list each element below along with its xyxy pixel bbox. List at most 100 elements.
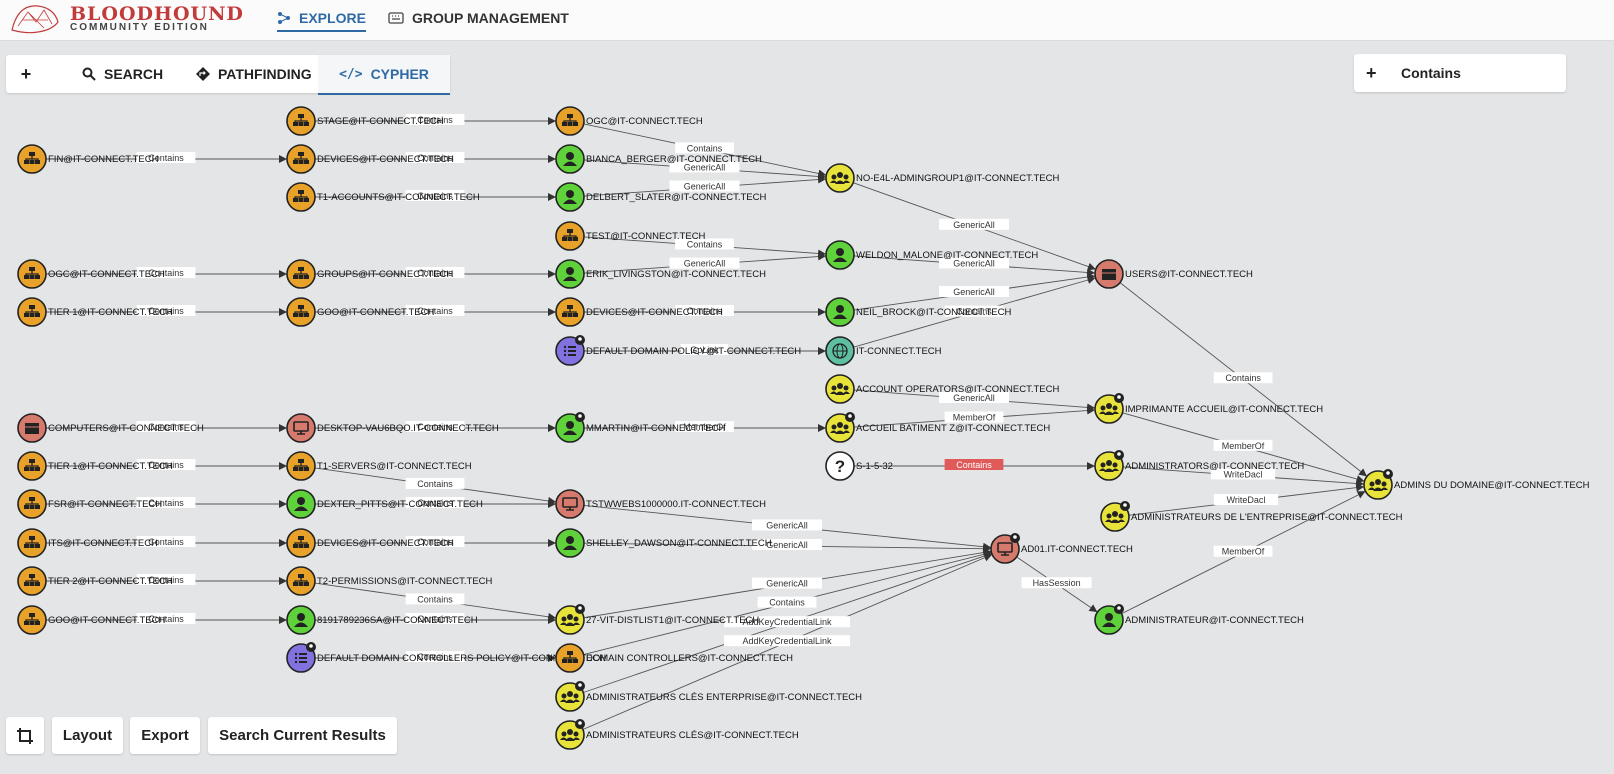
graph-node-ad01[interactable]: AD01.IT-CONNECT.TECH xyxy=(990,533,1133,564)
edge-label[interactable]: AddKeyCredentialLink xyxy=(724,616,851,628)
graph-node-distl[interactable]: 27-VIT-DISTLIST1@IT-CONNECT.TECH xyxy=(555,604,759,635)
tab-cypher[interactable]: </> CYPHER xyxy=(318,55,450,95)
edge-label[interactable]: Contains xyxy=(675,238,734,250)
graph-node-ddp[interactable]: DEFAULT DOMAIN POLICY@IT-CONNECT.TECH xyxy=(555,335,801,366)
graph-node-its[interactable]: ITS@IT-CONNECT.TECH xyxy=(17,528,158,558)
graph-node-noe4l[interactable]: NO-E4L-ADMINGROUP1@IT-CONNECT.TECH xyxy=(825,163,1059,193)
edge-label[interactable]: HasSession xyxy=(1021,577,1092,589)
graph-node-tier2[interactable]: TIER 2@IT-CONNECT.TECH xyxy=(17,566,173,596)
add-query-button[interactable]: + xyxy=(20,63,32,84)
graph-canvas[interactable]: ContainsContainsContainsContainsContains… xyxy=(0,40,1614,774)
graph-node-accop[interactable]: ACCOUNT OPERATORS@IT-CONNECT.TECH xyxy=(825,374,1059,404)
nav-explore[interactable]: EXPLORE xyxy=(277,6,366,32)
graph-node-shelley[interactable]: SHELLEY_DAWSON@IT-CONNECT.TECH xyxy=(555,528,772,558)
edge-label[interactable]: Contains xyxy=(136,574,196,585)
graph-node-ogc1[interactable]: OGC@IT-CONNECT.TECH xyxy=(17,259,165,289)
edge-label[interactable]: GenericAll xyxy=(752,577,823,589)
edge-label[interactable]: Contains xyxy=(405,536,465,547)
edge-label[interactable]: GenericAll xyxy=(939,257,1010,269)
graph-node-devices2[interactable]: DEVICES@IT-CONNECT.TECH xyxy=(286,528,454,558)
edge-label[interactable]: GenericAll xyxy=(939,391,1010,403)
graph-node-tstw[interactable]: TSTWWEBS1000000.IT-CONNECT.TECH xyxy=(555,489,766,519)
edge-label[interactable]: Contains xyxy=(944,305,1004,317)
graph-node-delbert[interactable]: DELBERT_SLATER@IT-CONNECT.TECH xyxy=(555,182,766,212)
crop-button[interactable] xyxy=(6,717,44,754)
edge-label[interactable]: MemberOf xyxy=(944,411,1004,423)
graph-node-tier1b[interactable]: TIER 1@IT-CONNECT.TECH xyxy=(17,451,173,481)
graph-node-test[interactable]: TEST@IT-CONNECT.TECH xyxy=(555,221,706,251)
edge-label[interactable]: Contains xyxy=(405,651,465,662)
edge-label[interactable]: MemberOf xyxy=(675,421,734,432)
graph-node-computers[interactable]: COMPUTERS@IT-CONNECT.TECH xyxy=(17,413,204,443)
edge-label[interactable]: Contains xyxy=(405,593,465,605)
graph-node-impr[interactable]: IMPRIMANTE ACCUEIL@IT-CONNECT.TECH xyxy=(1094,393,1323,424)
edge-label[interactable]: Contains xyxy=(675,305,734,316)
graph-node-desktop[interactable]: DESKTOP-VAU6BQO.IT-CONNECT.TECH xyxy=(286,413,499,443)
edge-label[interactable]: MemberOf xyxy=(1213,439,1273,451)
graph-node-dcs[interactable]: DOMAIN CONTROLLERS@IT-CONNECT.TECH xyxy=(555,643,793,673)
edge-label[interactable]: Contains xyxy=(136,267,196,278)
edge-label[interactable]: Contains xyxy=(136,497,196,508)
edge-label[interactable]: Contains xyxy=(136,305,196,316)
search-current-results-button[interactable]: Search Current Results xyxy=(208,717,397,754)
graph-node-admins[interactable]: ADMINISTRATORS@IT-CONNECT.TECH xyxy=(1094,450,1304,481)
graph-node-bianca[interactable]: BIANCA_BERGER@IT-CONNECT.TECH xyxy=(555,144,762,174)
edge-label[interactable]: WriteDacl xyxy=(1210,468,1276,480)
graph-node-devices1[interactable]: DEVICES@IT-CONNECT.TECH xyxy=(286,144,454,174)
edge-label[interactable]: GenericAll xyxy=(669,180,740,192)
graph-node-erik[interactable]: ERIK_LIVINGSTON@IT-CONNECT.TECH xyxy=(555,259,766,289)
nav-group-management[interactable]: GROUP MANAGEMENT xyxy=(388,6,569,30)
edge-label[interactable]: Contains xyxy=(405,267,465,278)
edge-label[interactable]: GenericAll xyxy=(752,538,823,550)
graph-node-u8191[interactable]: 8191789236SA@IT-CONNECT.TECH xyxy=(286,605,478,635)
edge-label[interactable]: GenericAll xyxy=(669,161,740,173)
graph-node-s1532[interactable]: ?S-1-5-32 xyxy=(825,451,893,481)
edge-label[interactable]: Contains xyxy=(136,421,196,432)
tab-search[interactable]: SEARCH xyxy=(82,55,163,93)
graph-node-t2perm[interactable]: T2-PERMISSIONS@IT-CONNECT.TECH xyxy=(286,566,493,596)
graph-node-stage[interactable]: STAGE@IT-CONNECT.TECH xyxy=(286,106,444,136)
edge-label[interactable]: GpLink xyxy=(680,344,729,355)
graph-node-ace[interactable]: ADMINISTRATEURS CLÉS ENTERPRISE@IT-CONNE… xyxy=(555,681,862,712)
edge-label[interactable]: Contains xyxy=(944,459,1004,470)
edge-label[interactable]: AddKeyCredentialLink xyxy=(724,635,851,647)
graph-node-itc[interactable]: IT-CONNECT.TECH xyxy=(825,336,942,366)
graph-node-t1srv[interactable]: T1-SERVERS@IT-CONNECT.TECH xyxy=(286,451,472,481)
edge-label[interactable]: Contains xyxy=(405,613,465,624)
graph-node-t1acc[interactable]: T1-ACCOUNTS@IT-CONNECT.TECH xyxy=(286,182,480,212)
graph-node-dexter[interactable]: DEXTER_PITTS@IT-CONNECT.TECH xyxy=(286,489,483,519)
edge-label[interactable]: Contains xyxy=(405,497,465,508)
export-button[interactable]: Export xyxy=(130,717,200,754)
graph-node-devices3[interactable]: DEVICES@IT-CONNECT.TECH xyxy=(555,297,723,327)
edge-label[interactable]: Contains xyxy=(405,190,465,201)
edge-label[interactable]: GenericAll xyxy=(939,218,1010,230)
graph-node-dadmins[interactable]: ADMINS DU DOMAINE@IT-CONNECT.TECH xyxy=(1363,469,1590,500)
graph-node-users[interactable]: USERS@IT-CONNECT.TECH xyxy=(1094,259,1253,289)
layout-button[interactable]: Layout xyxy=(52,717,123,754)
graph-node-goo1[interactable]: GOO@IT-CONNECT.TECH xyxy=(17,605,165,635)
graph-node-adment[interactable]: ADMINISTRATEURS DE L'ENTREPRISE@IT-CONNE… xyxy=(1100,501,1403,532)
edge-label[interactable]: GenericAll xyxy=(939,286,1010,298)
edge-label[interactable]: Contains xyxy=(405,477,465,489)
graph-node-weldon[interactable]: WELDON_MALONE@IT-CONNECT.TECH xyxy=(825,240,1038,270)
graph-node-acl[interactable]: ADMINISTRATEURS CLÉS@IT-CONNECT.TECH xyxy=(555,719,799,750)
edge-label[interactable]: MemberOf xyxy=(1213,545,1273,557)
edge-label[interactable]: Contains xyxy=(136,536,196,547)
edge-label[interactable]: Contains xyxy=(136,152,196,163)
graph-node-goo2[interactable]: GOO@IT-CONNECT.TECH xyxy=(286,297,434,327)
graph-node-tier1a[interactable]: TIER 1@IT-CONNECT.TECH xyxy=(17,297,173,327)
edge-label[interactable]: Contains xyxy=(757,596,817,608)
edge-label[interactable]: GenericAll xyxy=(669,257,740,269)
graph-node-ogc2[interactable]: OGC@IT-CONNECT.TECH xyxy=(555,106,703,136)
graph-node-groups[interactable]: GROUPS@IT-CONNECT.TECH xyxy=(286,259,453,289)
graph-node-accbat[interactable]: ACCUEIL BATIMENT Z@IT-CONNECT.TECH xyxy=(825,412,1050,443)
graph-node-ddcp[interactable]: DEFAULT DOMAIN CONTROLLERS POLICY@IT-CON… xyxy=(286,642,606,673)
graph-node-mmartin[interactable]: MMARTIN@IT-CONNECT.TECH xyxy=(555,412,725,443)
graph-node-fsr[interactable]: FSR@IT-CONNECT.TECH xyxy=(17,489,162,519)
edge-filter-label[interactable]: Contains xyxy=(1401,65,1461,81)
edge-label[interactable]: Contains xyxy=(405,114,465,125)
edge-label[interactable]: Contains xyxy=(675,142,734,154)
graph-node-fin[interactable]: FIN@IT-CONNECT.TECH xyxy=(17,144,159,174)
graph-node-neil[interactable]: NEIL_BROCK@IT-CONNECT.TECH xyxy=(825,297,1011,327)
edge-label[interactable]: GenericAll xyxy=(752,519,823,531)
